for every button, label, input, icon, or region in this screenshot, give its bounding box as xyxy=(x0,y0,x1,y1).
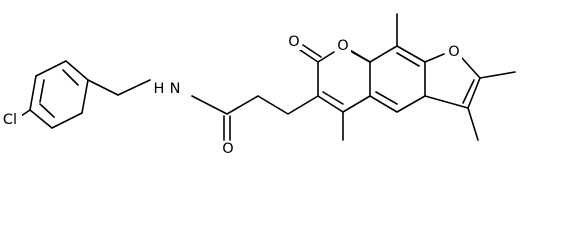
bonds xyxy=(17,13,516,141)
furan-ring-oxygen-label: O xyxy=(448,44,459,60)
amide-oxygen-label: O xyxy=(222,141,233,157)
molecule-diagram: Cl H N O O O O xyxy=(0,13,516,157)
pyran-ring-oxygen-label: O xyxy=(337,38,348,54)
bond xyxy=(462,79,475,104)
bond xyxy=(317,51,371,63)
bond xyxy=(39,69,79,118)
bond xyxy=(467,71,516,141)
bond xyxy=(424,53,481,109)
bond xyxy=(375,52,420,105)
bond xyxy=(322,91,344,105)
bond xyxy=(191,95,319,115)
bond xyxy=(87,79,151,96)
bond xyxy=(299,44,322,63)
amide-nitrogen-label: H xyxy=(154,81,165,97)
bond xyxy=(369,45,426,113)
amide-hydrogen-label: N xyxy=(170,81,181,97)
atom-labels: Cl H N O O O O xyxy=(0,34,462,157)
bond xyxy=(223,115,231,141)
lactone-carbonyl-oxygen-label: O xyxy=(288,34,299,50)
bond xyxy=(29,60,89,129)
chloro-atom-label: Cl xyxy=(3,112,17,128)
bond xyxy=(317,45,371,113)
